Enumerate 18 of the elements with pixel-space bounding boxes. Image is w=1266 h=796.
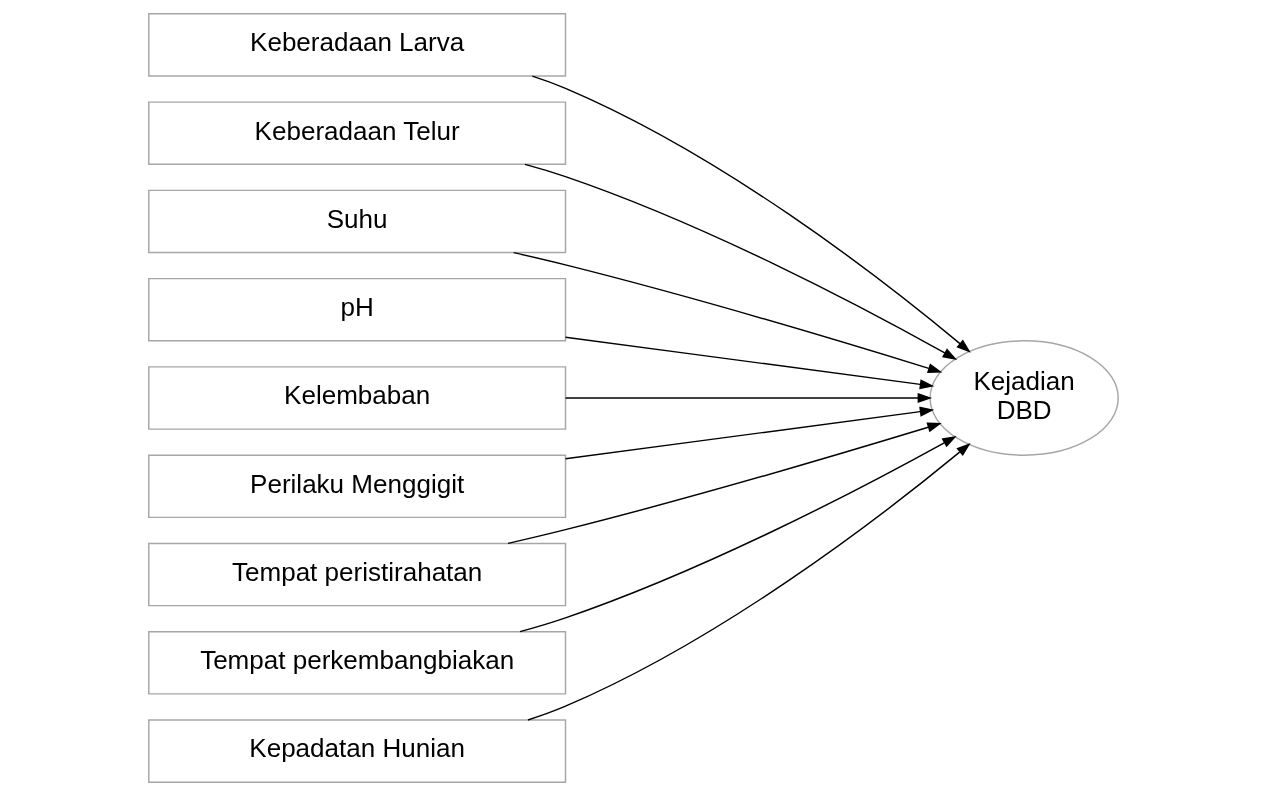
node-box: Kelembaban	[147, 366, 566, 430]
arrow	[523, 163, 957, 360]
node-box: Tempat peristirahatan	[147, 542, 566, 607]
arrow	[518, 435, 957, 633]
node-box: Keberadaan Telur	[147, 101, 566, 166]
node-box: Tempat perkembangbiakan	[147, 630, 566, 695]
arrow	[512, 251, 942, 374]
arrow	[526, 442, 971, 721]
node-box: Suhu	[147, 189, 566, 254]
arrow	[531, 75, 971, 353]
node-box: Perilaku Menggigit	[147, 454, 566, 519]
node-box: Kepadatan Hunian	[147, 719, 566, 783]
node-box: Keberadaan Larva	[147, 13, 566, 77]
node-box: pH	[147, 277, 566, 342]
arrow	[506, 422, 942, 545]
arrow	[564, 406, 934, 460]
arrow	[564, 336, 934, 390]
arrow	[564, 392, 932, 404]
